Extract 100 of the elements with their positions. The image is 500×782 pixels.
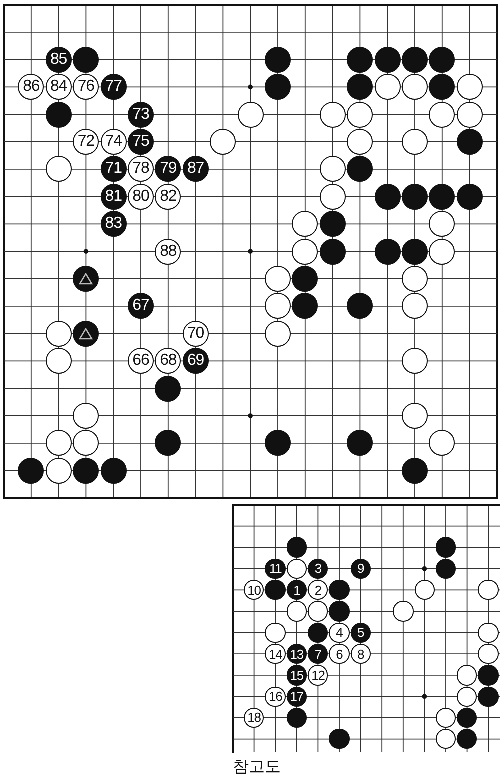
numbered-stone: 87 — [182, 156, 209, 182]
numbered-stone: 86 — [18, 74, 44, 100]
go-stone — [329, 729, 350, 750]
go-stone — [73, 430, 100, 456]
go-stone — [286, 558, 308, 580]
go-stone — [73, 458, 100, 484]
numbered-stone: 71 — [100, 156, 127, 182]
go-stone — [374, 46, 401, 73]
numbered-stone: 66 — [128, 348, 154, 374]
numbered-stone: 68 — [155, 348, 182, 374]
go-stone — [46, 156, 72, 182]
go-stone — [347, 293, 374, 320]
numbered-stone: 14 — [265, 644, 286, 664]
go-stone — [478, 665, 499, 686]
go-stone — [320, 184, 346, 210]
go-stone — [456, 128, 483, 156]
go-stone — [402, 128, 428, 156]
go-stone — [292, 293, 318, 320]
go-stone — [436, 708, 456, 728]
go-stone — [402, 348, 428, 374]
go-stone — [456, 184, 483, 210]
go-stone — [347, 102, 374, 128]
go-board — [3, 4, 498, 500]
numbered-stone: 85 — [46, 46, 72, 73]
go-stone — [308, 601, 328, 622]
go-stone — [347, 430, 374, 456]
go-stone — [414, 580, 435, 600]
go-stone — [264, 74, 292, 100]
go-stone — [429, 184, 456, 210]
go-stone — [393, 601, 414, 622]
go-stone — [18, 458, 44, 484]
numbered-stone: 3 — [308, 558, 328, 580]
go-stone — [402, 184, 428, 210]
numbered-stone: 9 — [350, 558, 371, 580]
go-stone — [347, 46, 374, 73]
go-stone — [320, 102, 346, 128]
numbered-stone: 78 — [128, 156, 154, 182]
go-stone — [292, 266, 318, 292]
go-stone — [46, 102, 72, 128]
go-stone — [320, 238, 346, 265]
go-stone — [292, 211, 318, 238]
go-stone — [329, 580, 350, 600]
go-stone — [73, 46, 100, 73]
go-stone — [402, 74, 428, 100]
numbered-stone: 70 — [182, 320, 209, 347]
numbered-stone: 12 — [308, 665, 328, 686]
numbered-stone: 82 — [155, 184, 182, 210]
go-stone — [46, 458, 72, 484]
go-stone — [429, 430, 456, 456]
go-stone — [100, 458, 127, 484]
go-stone — [457, 665, 478, 686]
go-stone — [46, 348, 72, 374]
go-stone — [478, 580, 499, 600]
go-stone — [155, 430, 182, 456]
numbered-stone: 77 — [100, 74, 127, 100]
go-stone — [429, 74, 456, 100]
go-board — [232, 504, 500, 752]
numbered-stone: 75 — [128, 128, 154, 156]
go-stone — [292, 238, 318, 265]
go-stone — [320, 156, 346, 182]
go-stone — [436, 558, 456, 580]
go-stone — [286, 537, 308, 558]
numbered-stone: 18 — [244, 708, 264, 728]
go-stone — [264, 266, 292, 292]
go-stone — [265, 622, 286, 643]
go-stone — [329, 601, 350, 622]
numbered-stone: 17 — [286, 686, 308, 707]
numbered-stone: 84 — [46, 74, 72, 100]
numbered-stone: 8 — [350, 644, 371, 664]
numbered-stone: 73 — [128, 102, 154, 128]
go-stone — [73, 320, 100, 347]
numbered-stone: 80 — [128, 184, 154, 210]
go-stone — [286, 708, 308, 728]
go-stone — [155, 376, 182, 402]
numbered-stone: 11 — [265, 558, 286, 580]
numbered-stone: 69 — [182, 348, 209, 374]
numbered-stone: 7 — [308, 644, 328, 664]
go-stone — [457, 729, 478, 750]
go-stone — [46, 320, 72, 347]
go-stone — [374, 184, 401, 210]
numbered-stone: 13 — [286, 644, 308, 664]
board-caption: 참고도 — [233, 757, 281, 776]
go-stone — [374, 238, 401, 265]
numbered-stone: 88 — [155, 238, 182, 265]
numbered-stone: 4 — [329, 622, 350, 643]
go-stone — [457, 686, 478, 707]
go-stone — [73, 266, 100, 292]
go-stone — [402, 402, 428, 430]
numbered-stone: 1 — [286, 580, 308, 600]
go-stone — [347, 128, 374, 156]
go-stone — [457, 708, 478, 728]
go-stone — [320, 211, 346, 238]
go-stone — [436, 729, 456, 750]
numbered-stone: 15 — [286, 665, 308, 686]
go-stone — [402, 46, 428, 73]
go-stone — [264, 430, 292, 456]
go-stone — [210, 128, 236, 156]
go-stone — [456, 74, 483, 100]
go-stone — [402, 266, 428, 292]
go-stone — [265, 580, 286, 600]
